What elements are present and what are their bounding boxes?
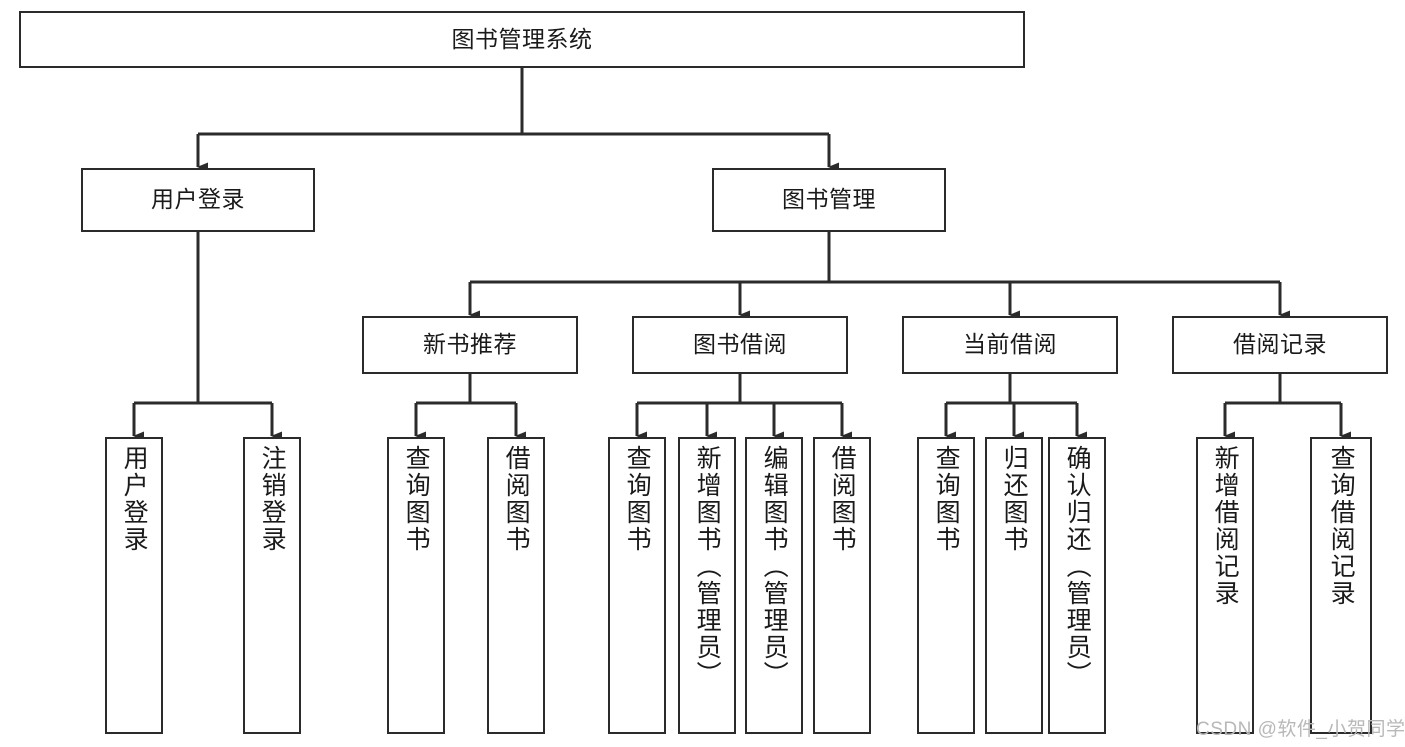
node-label: 归还图书 bbox=[1000, 445, 1029, 553]
node-leaf-borrow-book-2[interactable]: 借阅图书 bbox=[813, 437, 871, 734]
node-label: 编辑图书（管理员） bbox=[760, 445, 789, 688]
node-label: 用户登录 bbox=[120, 445, 149, 553]
node-current-borrow[interactable]: 当前借阅 bbox=[902, 316, 1118, 374]
node-leaf-query-book-3[interactable]: 查询图书 bbox=[917, 437, 975, 734]
node-root[interactable]: 图书管理系统 bbox=[19, 11, 1025, 68]
node-label: 新增借阅记录 bbox=[1211, 445, 1240, 607]
node-label: 借阅图书 bbox=[828, 445, 857, 553]
node-label: 借阅图书 bbox=[502, 445, 531, 553]
node-label: 查询图书 bbox=[623, 445, 652, 553]
node-leaf-query-book-1[interactable]: 查询图书 bbox=[387, 437, 445, 734]
node-leaf-query-book-2[interactable]: 查询图书 bbox=[608, 437, 666, 734]
node-user-login[interactable]: 用户登录 bbox=[81, 168, 315, 232]
node-leaf-logout[interactable]: 注销登录 bbox=[243, 437, 301, 734]
node-label: 当前借阅 bbox=[963, 331, 1057, 358]
node-label: 图书管理系统 bbox=[451, 25, 593, 52]
node-label: 新书推荐 bbox=[423, 331, 517, 358]
node-new-book-recommend[interactable]: 新书推荐 bbox=[362, 316, 578, 374]
edge-group bbox=[132, 68, 1351, 441]
node-label: 新增图书（管理员） bbox=[693, 445, 722, 688]
node-label: 查询图书 bbox=[402, 445, 431, 553]
node-label: 借阅记录 bbox=[1233, 331, 1327, 358]
node-label: 图书借阅 bbox=[693, 331, 787, 358]
node-leaf-query-record[interactable]: 查询借阅记录 bbox=[1310, 437, 1372, 734]
node-leaf-add-record[interactable]: 新增借阅记录 bbox=[1196, 437, 1254, 734]
node-label: 查询图书 bbox=[932, 445, 961, 553]
node-leaf-borrow-book-1[interactable]: 借阅图书 bbox=[487, 437, 545, 734]
node-label: 确认归还（管理员） bbox=[1063, 445, 1092, 688]
node-label: 图书管理 bbox=[782, 186, 876, 213]
node-label: 注销登录 bbox=[258, 445, 287, 553]
node-leaf-user-login[interactable]: 用户登录 bbox=[105, 437, 163, 734]
node-label: 用户登录 bbox=[151, 186, 245, 213]
node-label: 查询借阅记录 bbox=[1327, 445, 1356, 607]
node-leaf-add-book[interactable]: 新增图书（管理员） bbox=[678, 437, 736, 734]
node-book-borrow[interactable]: 图书借阅 bbox=[632, 316, 848, 374]
node-leaf-edit-book[interactable]: 编辑图书（管理员） bbox=[745, 437, 803, 734]
node-leaf-confirm-return[interactable]: 确认归还（管理员） bbox=[1048, 437, 1106, 734]
node-leaf-return-book[interactable]: 归还图书 bbox=[985, 437, 1043, 734]
node-borrow-record[interactable]: 借阅记录 bbox=[1172, 316, 1388, 374]
node-book-manage[interactable]: 图书管理 bbox=[712, 168, 946, 232]
